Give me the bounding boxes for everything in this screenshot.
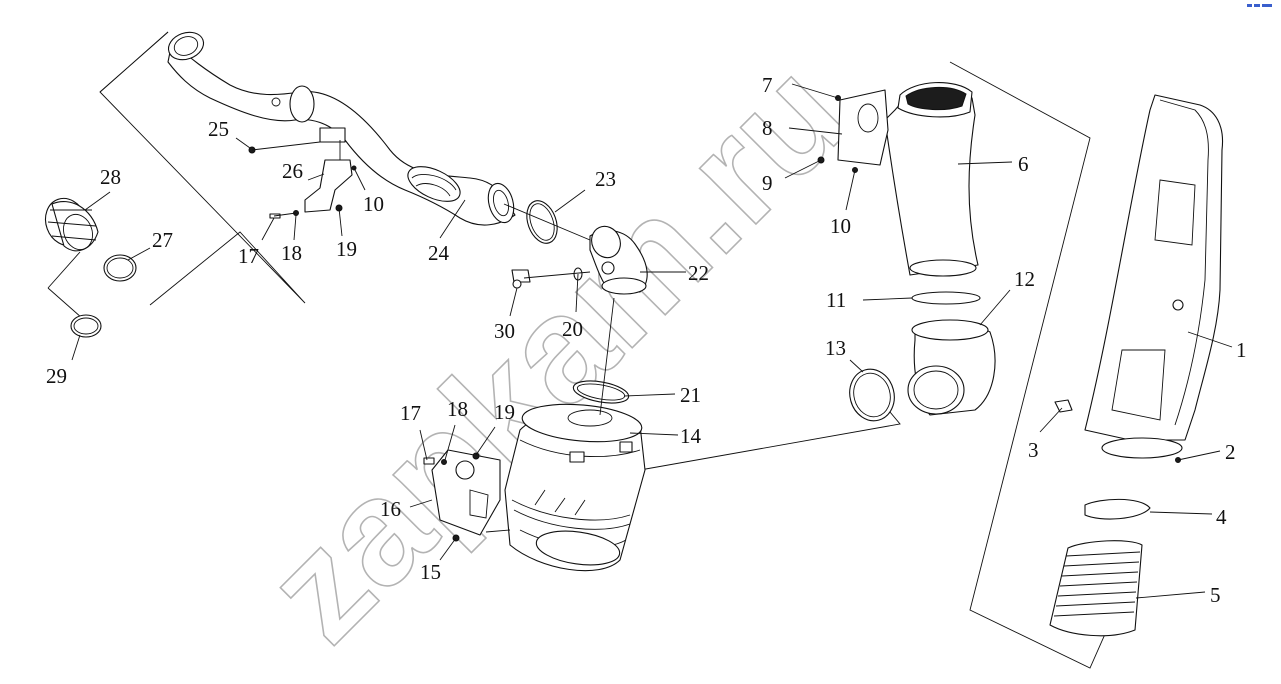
callout-29: 29 bbox=[46, 364, 67, 388]
callout-13: 13 bbox=[825, 336, 846, 360]
inlet-housing bbox=[1054, 94, 1224, 463]
callout-14: 14 bbox=[680, 424, 702, 448]
callout-10-right: 10 bbox=[830, 214, 851, 238]
callout-21: 21 bbox=[680, 383, 701, 407]
elbow-group bbox=[511, 200, 648, 295]
callout-4: 4 bbox=[1216, 505, 1227, 529]
callout-9: 9 bbox=[762, 171, 773, 195]
callout-19-upper: 19 bbox=[336, 237, 357, 261]
corner-mark-icon bbox=[1247, 4, 1272, 7]
callout-19-lower: 19 bbox=[494, 400, 515, 424]
callout-5: 5 bbox=[1210, 583, 1221, 607]
callout-22: 22 bbox=[688, 261, 709, 285]
riser-duct bbox=[817, 82, 979, 277]
callout-17-upper: 17 bbox=[238, 244, 259, 268]
callout-17-lower: 17 bbox=[400, 401, 421, 425]
callout-23: 23 bbox=[595, 167, 616, 191]
callout-18-lower: 18 bbox=[447, 397, 468, 421]
bellows-group bbox=[1049, 498, 1151, 637]
callout-labels: 1 2 3 4 5 6 7 8 9 10 10 11 12 13 14 15 1… bbox=[46, 73, 1247, 607]
air-cleaner bbox=[504, 403, 646, 572]
callout-15: 15 bbox=[420, 560, 441, 584]
pipe-bracket bbox=[248, 140, 357, 219]
callout-18-upper: 18 bbox=[281, 241, 302, 265]
callout-10-left: 10 bbox=[363, 192, 384, 216]
callout-7: 7 bbox=[762, 73, 773, 97]
callout-2: 2 bbox=[1225, 440, 1236, 464]
callout-25: 25 bbox=[208, 117, 229, 141]
callout-27: 27 bbox=[152, 228, 173, 252]
mounting-plate bbox=[423, 449, 511, 542]
callout-1: 1 bbox=[1236, 338, 1247, 362]
callout-20: 20 bbox=[562, 317, 583, 341]
callout-16: 16 bbox=[380, 497, 401, 521]
callout-24: 24 bbox=[428, 241, 450, 265]
leader-lines bbox=[71, 83, 1233, 599]
rubber-boot-group bbox=[44, 197, 137, 338]
callout-30: 30 bbox=[494, 319, 515, 343]
callout-3: 3 bbox=[1028, 438, 1039, 462]
callout-6: 6 bbox=[1018, 152, 1029, 176]
callout-8: 8 bbox=[762, 116, 773, 140]
lower-elbow-group bbox=[849, 291, 996, 422]
callout-11: 11 bbox=[826, 288, 846, 312]
callout-12: 12 bbox=[1014, 267, 1035, 291]
callout-28: 28 bbox=[100, 165, 121, 189]
intake-pipe bbox=[167, 31, 516, 226]
clamp-21 bbox=[572, 380, 630, 404]
callout-26: 26 bbox=[282, 159, 303, 183]
